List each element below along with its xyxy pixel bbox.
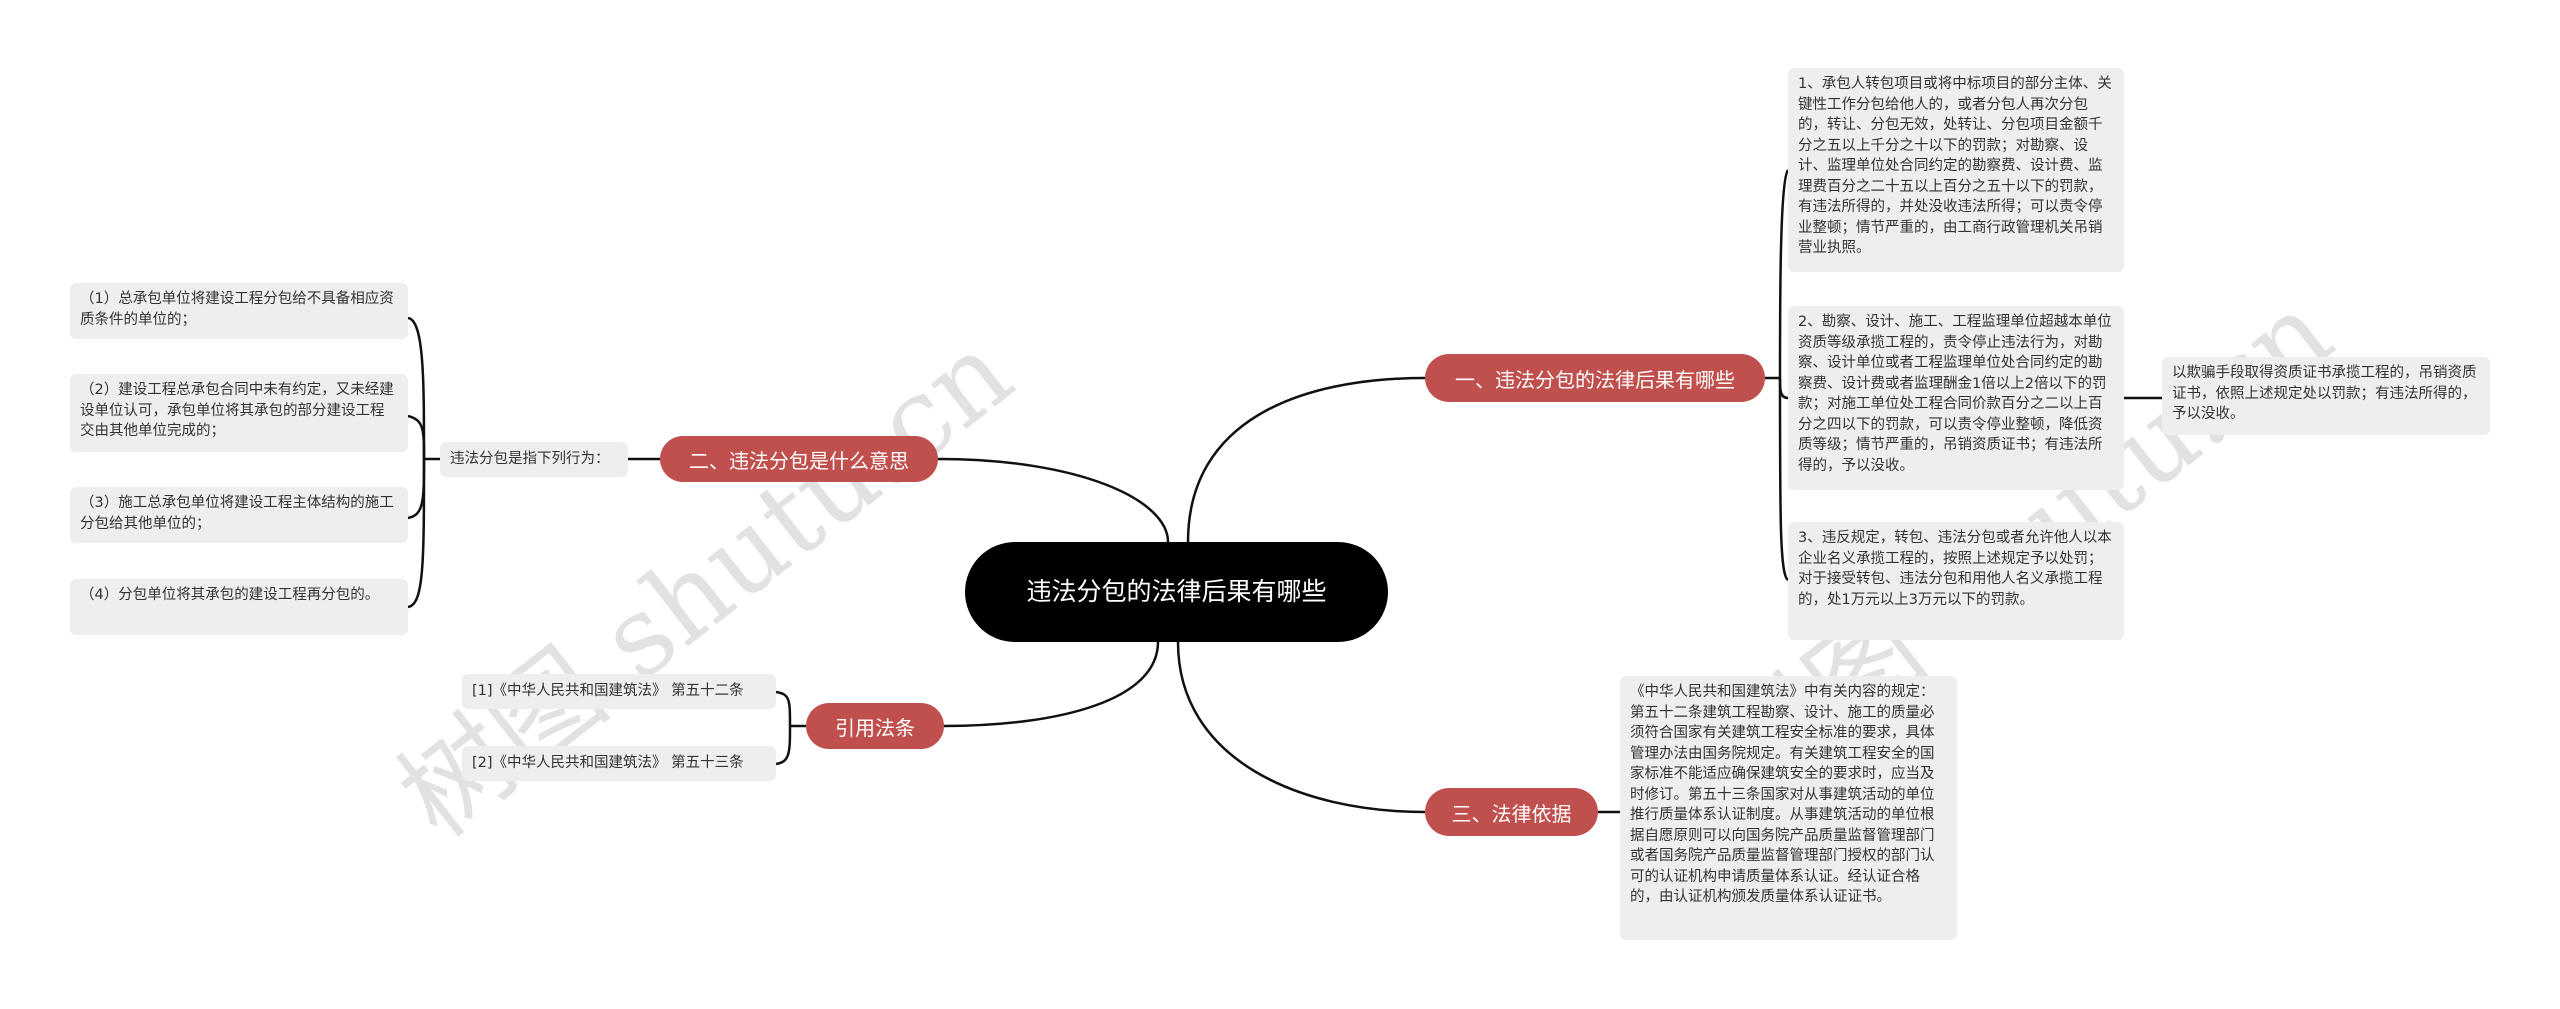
branch-meaning-label: 二、违法分包是什么意思 <box>689 448 909 473</box>
meaning-item-4[interactable]: （4）分包单位将其承包的建设工程再分包的。 <box>70 579 408 635</box>
consequence-sub-item[interactable]: 以欺骗手段取得资质证书承揽工程的，吊销资质证书，依照上述规定处以罚款；有违法所得… <box>2162 357 2490 435</box>
branch-legal-basis[interactable]: 三、法律依据 <box>1425 788 1598 836</box>
consequence-item-2[interactable]: 2、勘察、设计、施工、工程监理单位超越本单位资质等级承揽工程的，责令停止违法行为… <box>1788 306 2124 490</box>
consequence-item-1[interactable]: 1、承包人转包项目或将中标项目的部分主体、关键性工作分包给他人的，或者分包人再次… <box>1788 68 2124 272</box>
meaning-item-3[interactable]: （3）施工总承包单位将建设工程主体结构的施工分包给其他单位的； <box>70 487 408 543</box>
consequence-item-3[interactable]: 3、违反规定，转包、违法分包或者允许他人以本企业名义承揽工程的，按照上述规定予以… <box>1788 522 2124 640</box>
branch-legal-basis-label: 三、法律依据 <box>1451 801 1572 826</box>
root-node[interactable]: 违法分包的法律后果有哪些 <box>965 542 1388 642</box>
meaning-item-1[interactable]: （1）总承包单位将建设工程分包给不具备相应资质条件的单位的； <box>70 283 408 339</box>
branch-consequences[interactable]: 一、违法分包的法律后果有哪些 <box>1425 354 1765 402</box>
meaning-item-2[interactable]: （2）建设工程总承包合同中未有约定，又未经建设单位认可，承包单位将其承包的部分建… <box>70 374 408 452</box>
citation-item-1[interactable]: [1]《中华人民共和国建筑法》 第五十二条 <box>462 674 776 709</box>
legal-basis-text[interactable]: 《中华人民共和国建筑法》中有关内容的规定：第五十二条建筑工程勘察、设计、施工的质… <box>1620 676 1957 940</box>
branch-citations-label: 引用法条 <box>835 715 915 740</box>
branch-citations[interactable]: 引用法条 <box>806 703 944 749</box>
meaning-topic[interactable]: 违法分包是指下列行为： <box>440 442 628 477</box>
root-title: 违法分包的法律后果有哪些 <box>1026 577 1327 606</box>
citation-item-2[interactable]: [2]《中华人民共和国建筑法》 第五十三条 <box>462 746 776 781</box>
branch-meaning[interactable]: 二、违法分包是什么意思 <box>660 436 938 482</box>
branch-consequences-label: 一、违法分包的法律后果有哪些 <box>1455 367 1735 392</box>
